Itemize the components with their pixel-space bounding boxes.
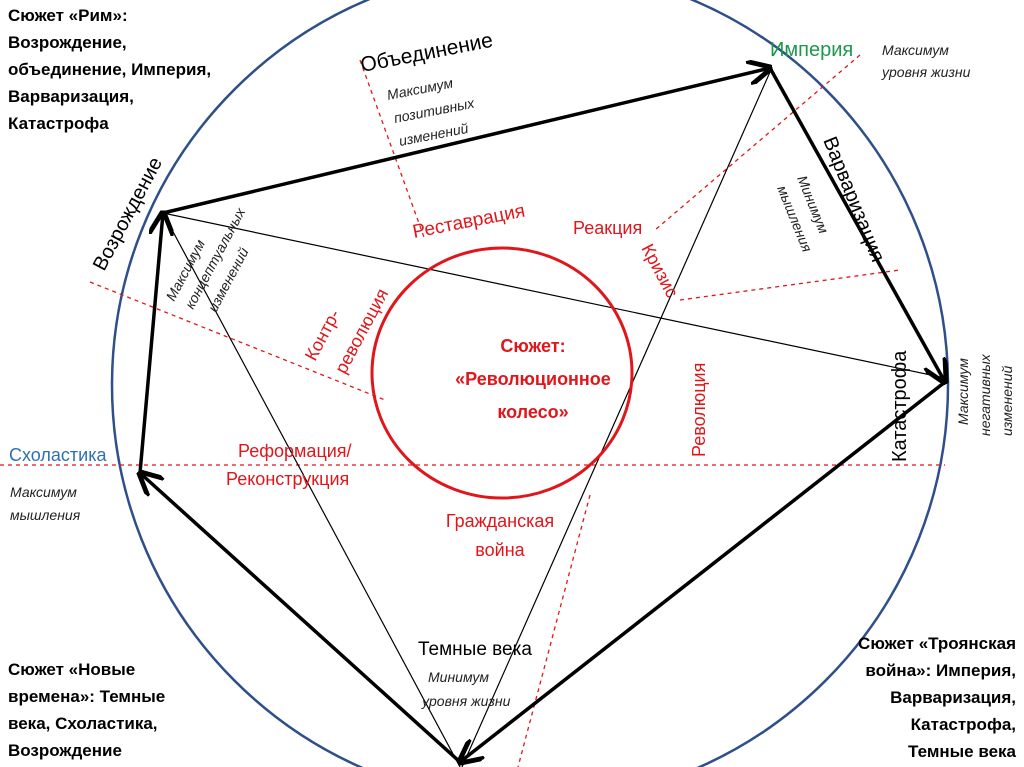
station-empire: Империя <box>770 39 853 61</box>
caption-new-times-line: Сюжет «Новые <box>8 660 136 679</box>
note-min-living-1: Минимум <box>428 669 489 685</box>
station-renaissance: Возрождение <box>89 154 167 275</box>
caption-trojan-war-line: Темные века <box>908 742 1016 761</box>
note-min-living-2: уровня жизни <box>421 693 511 709</box>
label-crisis: Кризис <box>637 240 682 300</box>
note-max-living-1: Максимум <box>882 42 949 58</box>
dashed-guides <box>0 54 945 767</box>
caption-trojan-war-line: Катастрофа, <box>910 715 1016 734</box>
caption-trojan-war-line: Сюжет «Троянская <box>858 634 1016 653</box>
note-max-living-2: уровня жизни <box>881 64 971 80</box>
inner-circle <box>370 246 634 500</box>
caption-rome-line: Варваризация, <box>8 87 134 106</box>
station-scholasticism: Схоластика <box>9 445 107 465</box>
caption-new-times-line: времена»: Темные <box>8 687 166 706</box>
caption-rome-line: Возрождение, <box>8 33 127 52</box>
label-civil-war-1: Гражданская <box>446 511 554 531</box>
label-reformation-1: Реформация/ <box>238 441 352 461</box>
label-counter-rev-2: революция <box>331 285 392 377</box>
note-max-thinking-1: Максимум <box>10 484 77 500</box>
note-max-negative-3: изменений <box>999 365 1015 436</box>
note-max-negative-2: негативных <box>977 353 993 436</box>
station-unification: Объединение <box>359 29 495 77</box>
caption-trojan-war: Сюжет «Троянская война»: Империя, Варвар… <box>858 630 1016 765</box>
note-max-positive-3: изменений <box>398 120 470 149</box>
caption-rome-line: Сюжет «Рим»: <box>8 6 128 25</box>
note-max-positive-1: Максимум <box>386 74 455 103</box>
caption-new-times: Сюжет «Новые времена»: Темные века, Схол… <box>8 656 165 764</box>
label-reformation-2: Реконструкция <box>226 469 349 489</box>
label-reaction: Реакция <box>573 218 642 238</box>
label-civil-war-2: война <box>475 540 525 560</box>
inner-title-2: «Революционное <box>455 369 611 389</box>
caption-new-times-line: Возрождение <box>8 741 122 760</box>
note-max-negative-1: Максимум <box>955 358 971 425</box>
caption-rome: Сюжет «Рим»: Возрождение, объединение, И… <box>8 2 211 137</box>
caption-rome-line: объединение, Империя, <box>8 60 212 79</box>
station-catastrophe: Катастрофа <box>889 350 911 462</box>
inner-title-1: Сюжет: <box>500 336 565 356</box>
station-dark-ages: Темные века <box>418 639 532 660</box>
label-revolution: Революция <box>689 363 709 457</box>
label-restoration: Реставрация <box>411 201 527 243</box>
caption-trojan-war-line: Варваризация, <box>890 688 1016 707</box>
inner-title-3: колесо» <box>497 402 568 422</box>
note-max-thinking-2: мышления <box>10 507 81 523</box>
caption-new-times-line: века, Схоластика, <box>8 714 158 733</box>
pentagon-path <box>140 68 945 762</box>
caption-trojan-war-line: война»: Империя, <box>865 661 1016 680</box>
caption-rome-line: Катастрофа <box>8 114 109 133</box>
thin-diagonals <box>162 71 946 767</box>
